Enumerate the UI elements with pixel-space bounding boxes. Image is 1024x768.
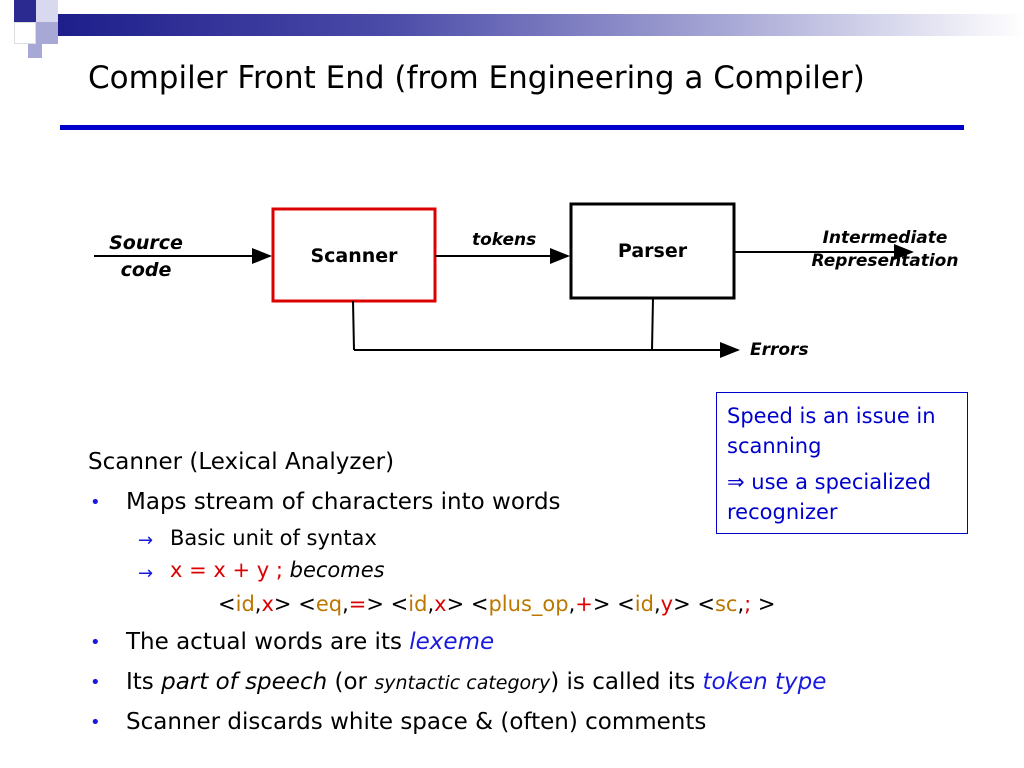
source-code-label: Source code: [109, 232, 183, 281]
header-square-decoration: [36, 0, 58, 22]
header-square-decoration: [14, 0, 36, 22]
errors-label: Errors: [750, 340, 809, 360]
token-pair: <plus_op,+>: [470, 592, 611, 616]
token-pair: <id,x>: [390, 592, 465, 616]
section-heading: Scanner (Lexical Analyzer): [88, 449, 395, 475]
bullet-icon: •: [90, 632, 101, 653]
token-pair: <eq,=>: [298, 592, 384, 616]
tokens-label: tokens: [472, 230, 537, 250]
bullet-icon: •: [90, 492, 101, 513]
sub-basic-unit: Basic unit of syntax: [170, 526, 377, 550]
header-gradient-bar: [40, 14, 1024, 36]
parser-label: Parser: [617, 240, 688, 262]
bullet-icon: •: [90, 712, 101, 733]
speed-callout-box: Speed is an issue in scanning ⇒ use a sp…: [716, 392, 968, 534]
compiler-front-end-diagram: [94, 202, 914, 358]
callout-line-1: Speed is an issue in scanning: [727, 404, 936, 458]
token-type-term: token type: [702, 669, 827, 695]
token-pair: <sc,; >: [697, 592, 776, 616]
token-pair: <id,y>: [617, 592, 691, 616]
header-square-decoration: [36, 22, 58, 44]
token-stream-line: <id,x> <eq,=> <id,x> <plus_op,+> <id,y> …: [218, 592, 776, 616]
bullet-discards-whitespace: Scanner discards white space & (often) c…: [126, 709, 707, 735]
scanner-label: Scanner: [310, 245, 398, 267]
lexeme-term: lexeme: [409, 629, 495, 655]
scanner-error-line: [352, 300, 355, 351]
header-square-decoration: [28, 44, 42, 58]
example-code: x = x + y ;: [170, 558, 283, 582]
bullet-token-type: Its part of speech (or syntactic categor…: [126, 669, 827, 695]
header-square-decoration: [14, 22, 36, 44]
scanner-box: [271, 207, 437, 303]
bullet-lexeme: The actual words are its lexeme: [126, 629, 495, 655]
arrow-bullet-icon: →: [138, 563, 154, 584]
bullet-maps-stream: Maps stream of characters into words: [126, 489, 561, 515]
token-pair: <id,x>: [218, 592, 292, 616]
bullet-icon: •: [90, 672, 101, 693]
callout-line-2: ⇒ use a specialized recognizer: [727, 470, 932, 524]
sub-example: x = x + y ; becomes: [170, 558, 385, 582]
arrow-bullet-icon: →: [138, 530, 154, 551]
slide-title: Compiler Front End (from Engineering a C…: [88, 60, 865, 96]
ir-label: Intermediate Representation: [811, 228, 959, 271]
becomes-word: becomes: [289, 558, 385, 582]
title-underline: [60, 125, 964, 130]
parser-error-line: [651, 297, 654, 351]
